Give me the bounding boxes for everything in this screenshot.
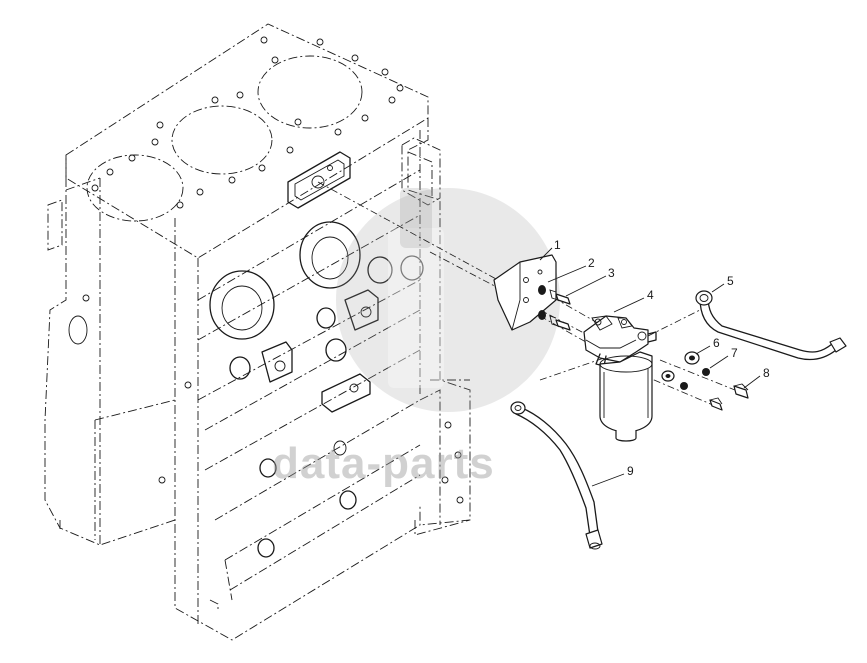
part-2-washers bbox=[538, 285, 546, 320]
callout-4: 4 bbox=[647, 288, 654, 302]
block-port-plate bbox=[287, 151, 351, 209]
callout-7: 7 bbox=[731, 346, 738, 360]
part-7-washer bbox=[680, 368, 710, 390]
callout-5: 5 bbox=[727, 274, 734, 288]
block-front-features bbox=[68, 221, 464, 558]
part-3-bolts bbox=[549, 289, 571, 331]
part-4-fuel-filter bbox=[583, 315, 657, 442]
part-6-washer bbox=[661, 351, 700, 382]
callout-8: 8 bbox=[763, 366, 770, 380]
callout-2: 2 bbox=[588, 256, 595, 270]
part-5-fuel-pipe bbox=[695, 290, 847, 361]
part-9-fuel-pipe bbox=[510, 401, 603, 550]
watermark-text: data-parts bbox=[272, 439, 495, 488]
engine-block-outline bbox=[44, 23, 471, 641]
deck-bolt-holes bbox=[91, 36, 404, 209]
part-8-bolts bbox=[709, 383, 749, 411]
cylinder-bores bbox=[86, 55, 363, 222]
callout-6: 6 bbox=[713, 336, 720, 350]
watermark: data-parts bbox=[272, 188, 560, 488]
callout-9: 9 bbox=[627, 464, 634, 478]
callout-3: 3 bbox=[608, 266, 615, 280]
callouts: 1 2 3 4 5 6 7 8 9 bbox=[539, 238, 770, 487]
callout-1: 1 bbox=[554, 238, 561, 252]
